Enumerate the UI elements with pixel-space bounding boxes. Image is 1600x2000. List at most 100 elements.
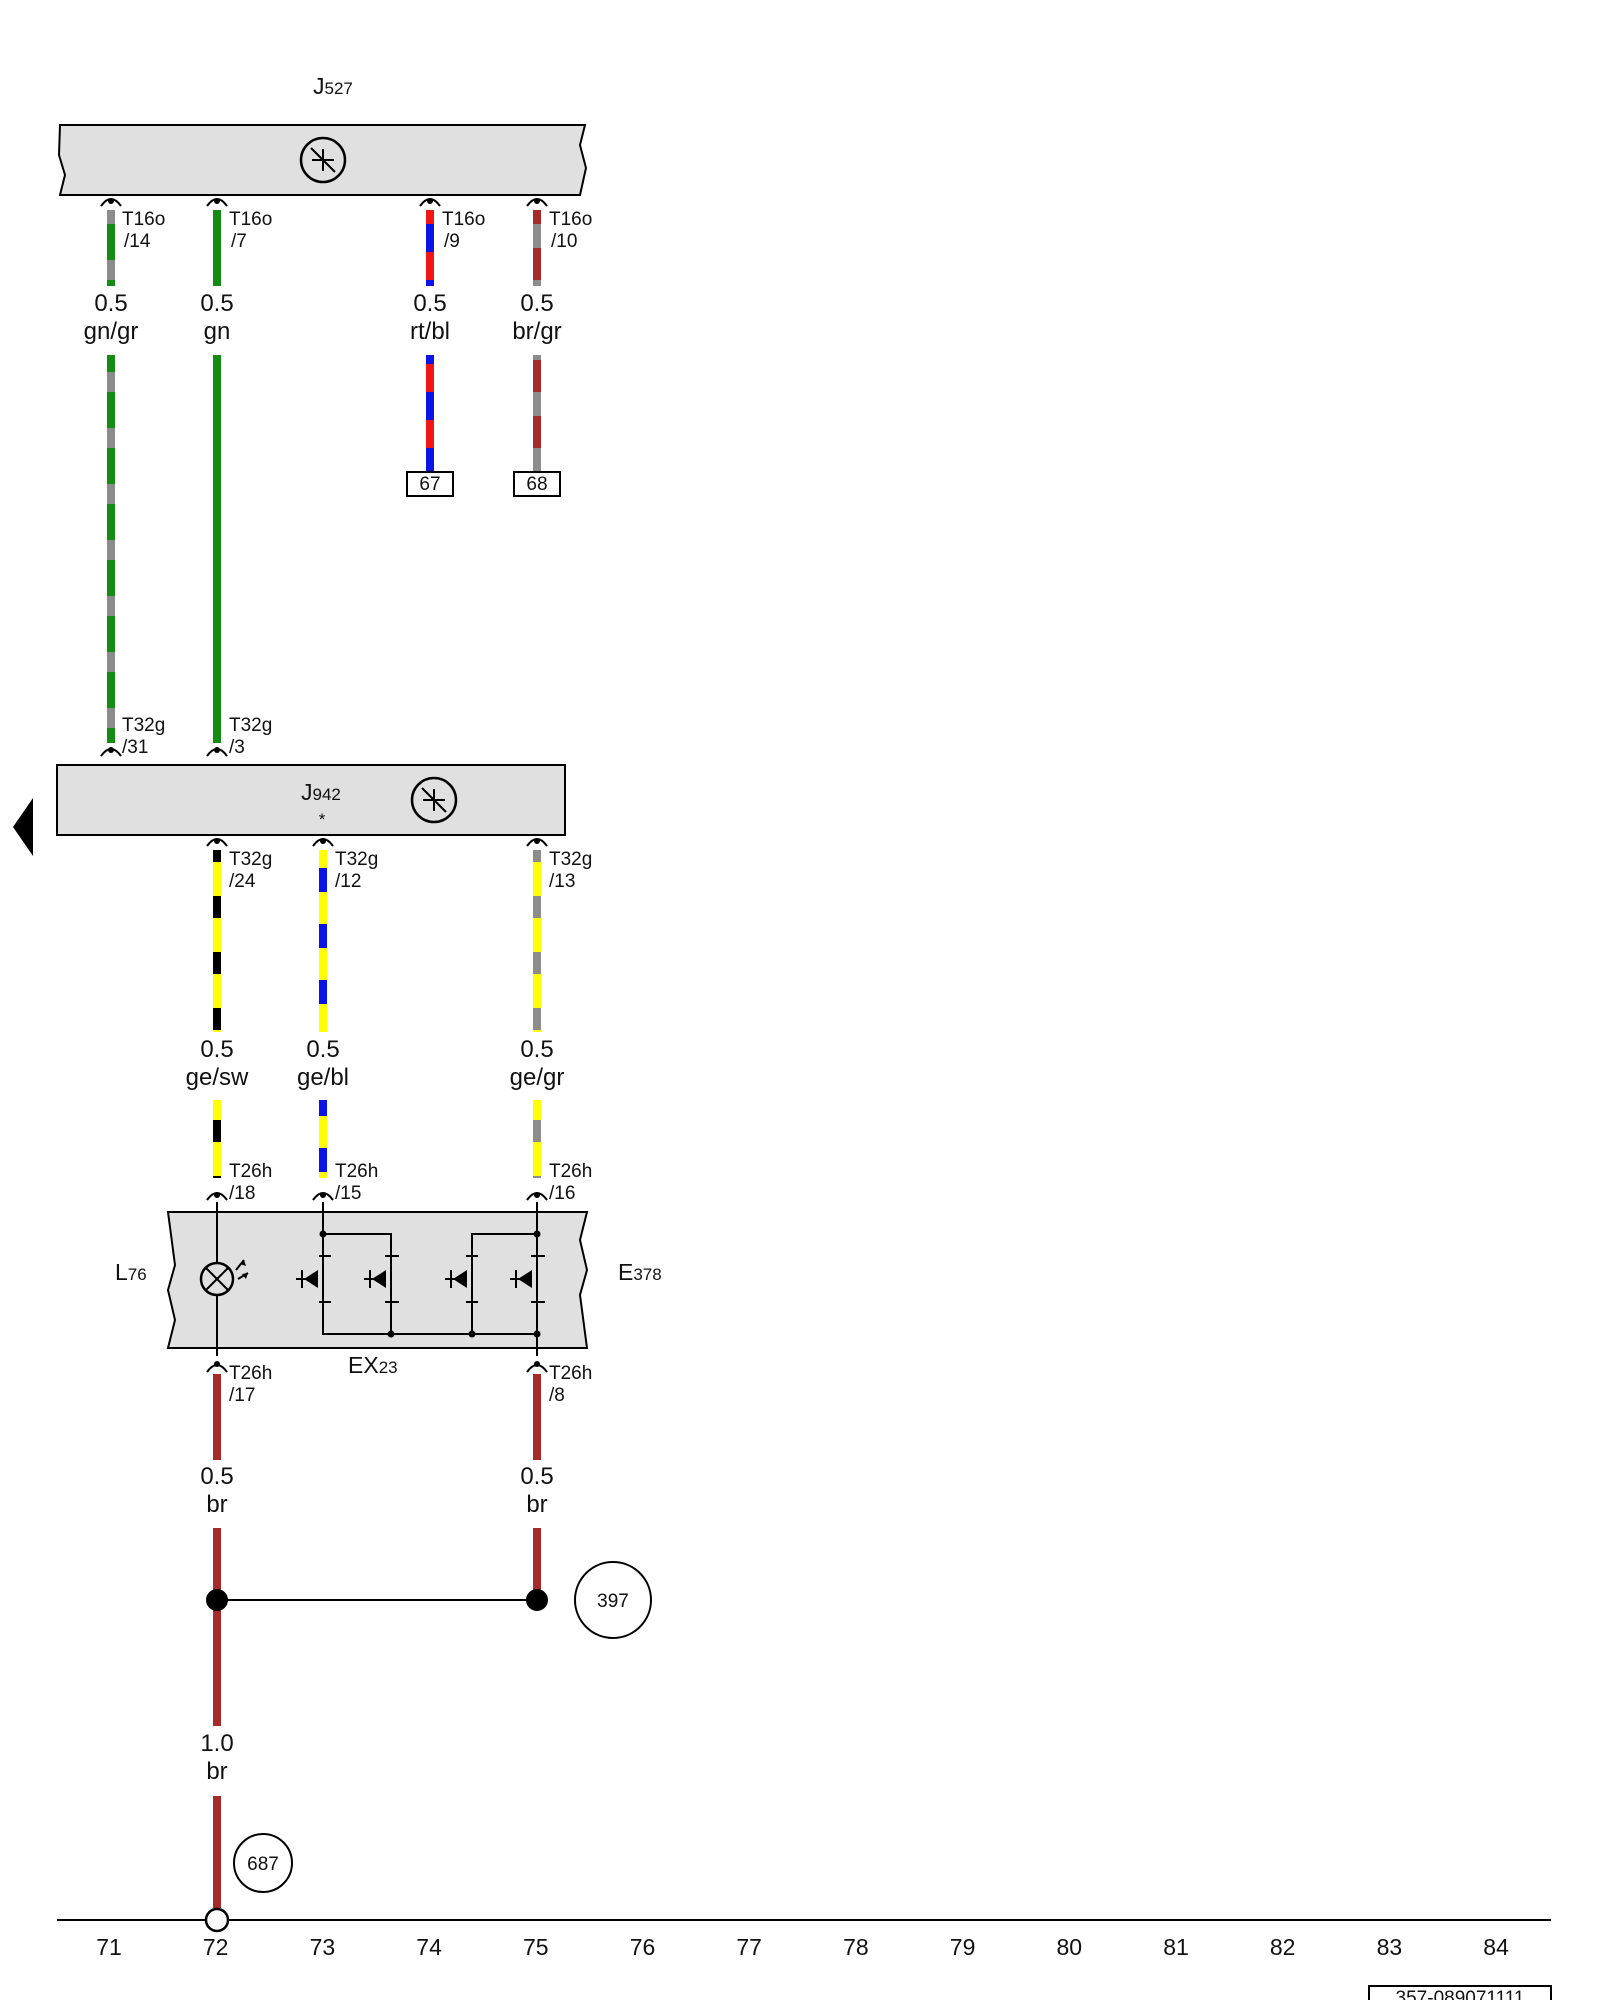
svg-text:67: 67 bbox=[419, 474, 440, 495]
t26h-15-label: T26h/15 bbox=[335, 1161, 378, 1204]
wire-br-right-lower[interactable] bbox=[533, 1528, 541, 1600]
wire-gegr-color: ge/gr bbox=[510, 1064, 565, 1091]
wire-gegr-size: 0.5 bbox=[520, 1036, 553, 1063]
wire-brgr-size: 0.5 bbox=[520, 290, 553, 317]
pin-t26h-16[interactable] bbox=[526, 1192, 548, 1201]
j942-continuation-arrow[interactable] bbox=[13, 798, 33, 856]
wire-gebl-lower[interactable] bbox=[319, 1100, 327, 1178]
t16o-14-label: T16o/14 bbox=[122, 209, 165, 252]
ground-point[interactable] bbox=[204, 1907, 230, 1933]
t32g-13-label: T32g/13 bbox=[549, 849, 592, 892]
led-diode-icon bbox=[296, 1255, 331, 1303]
wire-gesw-upper[interactable] bbox=[213, 850, 221, 1032]
column-number: 75 bbox=[523, 1934, 549, 1960]
j527-control-unit-icon bbox=[299, 136, 347, 184]
wire-gesw-lower[interactable] bbox=[213, 1100, 221, 1178]
junction-dot bbox=[206, 1589, 228, 1611]
j942-control-unit-icon bbox=[410, 776, 458, 824]
column-number: 77 bbox=[736, 1934, 762, 1960]
wire-brgr-color: br/gr bbox=[512, 318, 561, 345]
t32g-31-label: T32g/31 bbox=[122, 715, 165, 758]
wire-gegr-lower[interactable] bbox=[533, 1100, 541, 1178]
ground-ref-397[interactable]: 397 bbox=[574, 1561, 652, 1639]
column-number: 78 bbox=[843, 1934, 869, 1960]
wire-gebl-size: 0.5 bbox=[306, 1036, 339, 1063]
t16o-7-label: T16o/7 bbox=[229, 209, 272, 252]
pin-t26h-17[interactable] bbox=[206, 1361, 228, 1373]
j942-label: J942 bbox=[301, 779, 341, 805]
l76-label: L76 bbox=[115, 1259, 147, 1285]
bulb-icon bbox=[199, 1259, 249, 1297]
svg-text:687: 687 bbox=[247, 1854, 279, 1875]
wire-rtbl-lower[interactable] bbox=[426, 355, 434, 472]
pin-t26h-18[interactable] bbox=[206, 1192, 228, 1201]
wire-rtbl-size: 0.5 bbox=[413, 290, 446, 317]
t32g-24-label: T32g/24 bbox=[229, 849, 272, 892]
pin-t16o-10[interactable] bbox=[526, 198, 548, 207]
led-diode-icon bbox=[445, 1255, 478, 1303]
j942-note: * bbox=[319, 810, 326, 829]
t16o-9-label: T16o/9 bbox=[442, 209, 485, 252]
wire-br-left-upper[interactable] bbox=[213, 1374, 221, 1460]
column-number: 80 bbox=[1057, 1934, 1083, 1960]
wire-br-left-size: 0.5 bbox=[200, 1463, 233, 1490]
svg-text:357-089071111: 357-089071111 bbox=[1396, 1988, 1525, 2000]
wire-br-right-upper[interactable] bbox=[533, 1374, 541, 1460]
pin-t32g-31[interactable] bbox=[100, 747, 122, 757]
t26h-17-label: T26h/17 bbox=[229, 1363, 272, 1406]
pin-t26h-8[interactable] bbox=[526, 1361, 548, 1373]
wire-br-left-lower[interactable] bbox=[213, 1528, 221, 1726]
pin-t32g-3[interactable] bbox=[206, 747, 228, 757]
led-diode-icon bbox=[510, 1255, 545, 1303]
ex23-label: EX23 bbox=[348, 1352, 398, 1378]
svg-text:397: 397 bbox=[597, 1591, 629, 1612]
continuation-68[interactable]: 68 bbox=[513, 471, 561, 497]
ground-ref-687[interactable]: 687 bbox=[233, 1833, 293, 1893]
pin-t32g-13[interactable] bbox=[526, 838, 548, 847]
pin-t32g-24[interactable] bbox=[206, 838, 228, 847]
wire-gegr-upper[interactable] bbox=[533, 850, 541, 1032]
wire-gebl-upper[interactable] bbox=[319, 850, 327, 1032]
wire-gn-size: 0.5 bbox=[200, 290, 233, 317]
wire-gngr-lower[interactable] bbox=[107, 355, 115, 743]
column-number: 81 bbox=[1163, 1934, 1189, 1960]
pin-t16o-7[interactable] bbox=[206, 198, 228, 207]
wire-brgr-upper[interactable] bbox=[533, 210, 541, 286]
pin-t16o-9[interactable] bbox=[419, 198, 441, 207]
t32g-3-label: T32g/3 bbox=[229, 715, 272, 758]
wire-br-main[interactable] bbox=[213, 1796, 221, 1908]
t32g-12-label: T32g/12 bbox=[335, 849, 378, 892]
e378-switch-network bbox=[319, 1202, 541, 1356]
t26h-16-label: T26h/16 bbox=[549, 1161, 592, 1204]
wire-br-main-size: 1.0 bbox=[200, 1730, 233, 1757]
wire-gngr-color: gn/gr bbox=[84, 318, 139, 345]
t16o-10-label: T16o/10 bbox=[549, 209, 592, 252]
pin-t32g-12[interactable] bbox=[312, 838, 334, 847]
wire-brgr-lower[interactable] bbox=[533, 355, 541, 472]
wire-rtbl-upper[interactable] bbox=[426, 210, 434, 286]
wire-gebl-color: ge/bl bbox=[297, 1064, 349, 1091]
e378-label: E378 bbox=[618, 1259, 662, 1285]
pin-t16o-14[interactable] bbox=[100, 198, 122, 207]
j942-module[interactable] bbox=[56, 764, 566, 836]
j527-label: J527 bbox=[313, 73, 353, 99]
wire-gesw-size: 0.5 bbox=[200, 1036, 233, 1063]
wire-gn-upper[interactable] bbox=[213, 210, 221, 286]
column-number: 72 bbox=[203, 1934, 229, 1960]
continuation-67[interactable]: 67 bbox=[406, 471, 454, 497]
svg-text:68: 68 bbox=[526, 474, 547, 495]
wire-br-right-color: br bbox=[526, 1491, 547, 1518]
document-id: 357-089071111 bbox=[1368, 1985, 1552, 2000]
junction-dot bbox=[526, 1589, 548, 1611]
wire-gn-lower[interactable] bbox=[213, 355, 221, 743]
column-number: 79 bbox=[950, 1934, 976, 1960]
wire-br-main-color: br bbox=[206, 1758, 227, 1785]
pin-t26h-15[interactable] bbox=[312, 1192, 334, 1201]
wire-br-right-size: 0.5 bbox=[520, 1463, 553, 1490]
wire-gngr-upper[interactable] bbox=[107, 210, 115, 286]
column-number: 82 bbox=[1270, 1934, 1296, 1960]
t26h-18-label: T26h/18 bbox=[229, 1161, 272, 1204]
led-diode-icon bbox=[364, 1255, 399, 1303]
